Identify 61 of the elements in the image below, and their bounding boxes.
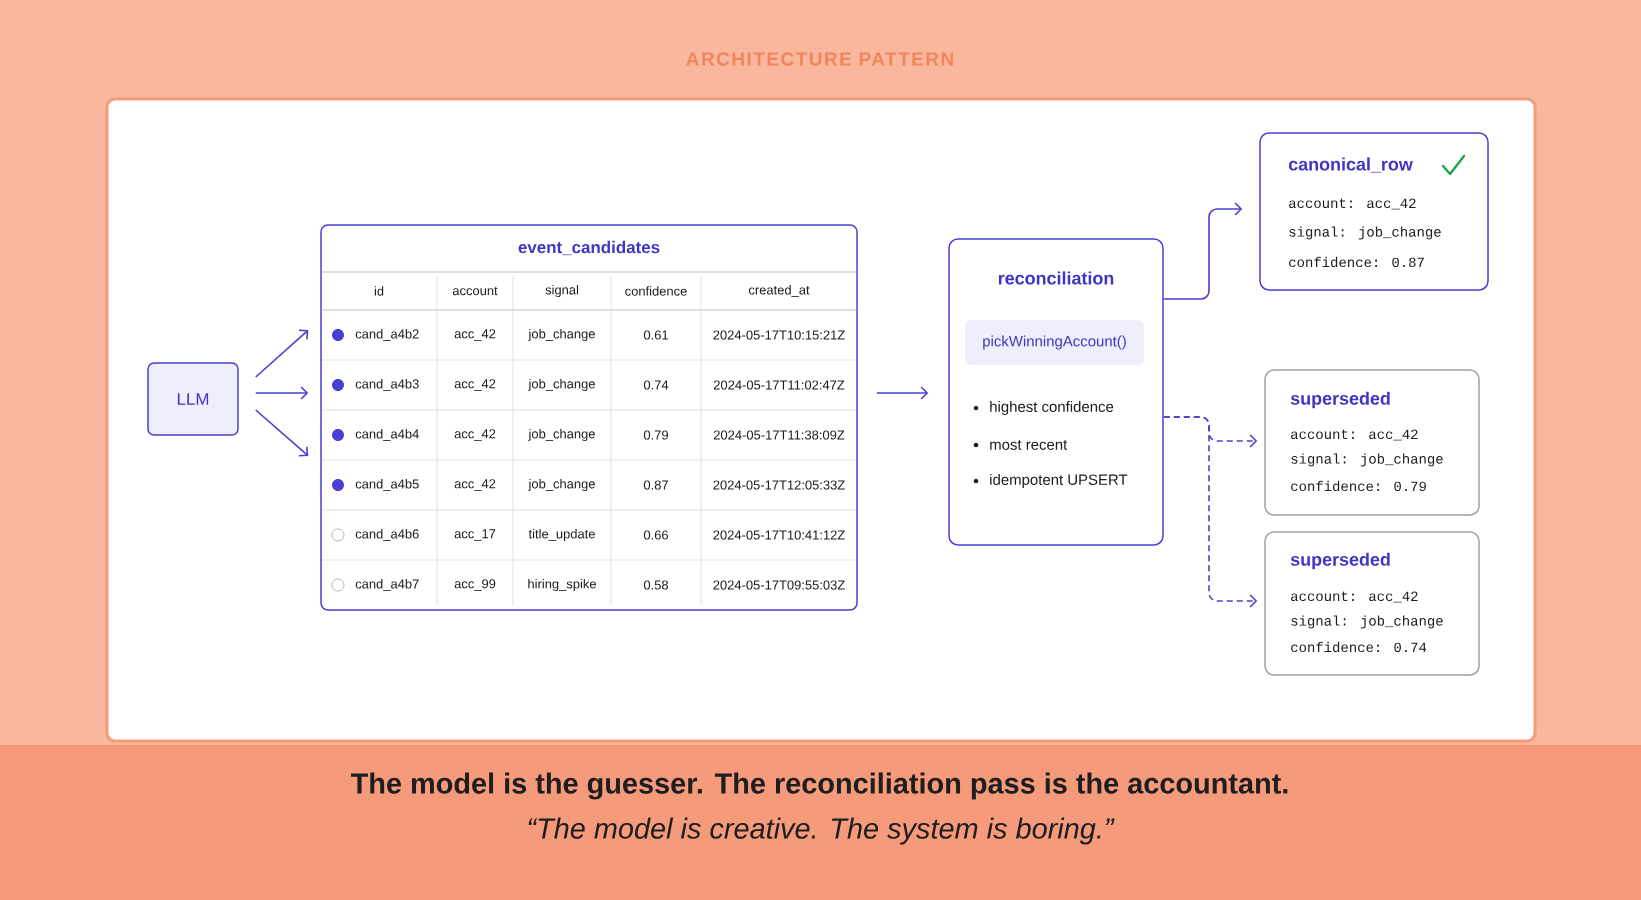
table-cell: hiring_spike <box>528 578 596 592</box>
column-header: signal <box>545 284 579 298</box>
table-cell: job_change <box>528 328 595 342</box>
table-cell: 0.66 <box>643 530 669 540</box>
table-cell: cand_a4b4 <box>355 429 419 441</box>
table-cell: acc_42 <box>454 429 496 441</box>
table-cell: 2024-05-17T11:38:09Z <box>713 430 845 440</box>
table-cell: 2024-05-17T10:41:12Z <box>713 530 845 540</box>
column-header: confidence <box>625 286 687 296</box>
record-card: canonical_row account: acc_42 signal: job_change confidence: 0.87 <box>1259 132 1489 291</box>
table-cell: 0.79 <box>643 430 668 440</box>
bullet-item: most recent <box>973 440 1068 450</box>
table-cell: 0.61 <box>643 330 668 340</box>
table-cell: job_change <box>528 478 595 492</box>
record-card: superseded account: acc_42 signal: job_change confidence: 0.79 <box>1264 369 1480 516</box>
field-text: signal: job_change <box>1291 615 1443 629</box>
table-cell: acc_42 <box>454 329 496 341</box>
quote: “The model is creative. The system is boring.” <box>528 817 1115 845</box>
arrow <box>1162 416 1258 608</box>
field-text: account: acc_42 <box>1291 429 1418 441</box>
arrow <box>254 386 309 400</box>
table-cell: cand_a4b5 <box>355 479 419 491</box>
field-text: account: acc_42 <box>1289 198 1416 210</box>
table-cell: 0.74 <box>643 380 669 390</box>
table-cell: 2024-05-17T11:02:47Z <box>713 380 845 390</box>
arrow <box>254 409 309 457</box>
table-cell: cand_a4b2 <box>355 329 419 341</box>
table-cell: cand_a4b7 <box>355 579 419 591</box>
arrow <box>1162 202 1243 300</box>
column-header: created_at <box>748 285 810 297</box>
table-cell: title_update <box>528 528 595 542</box>
field-text: signal: job_change <box>1289 226 1441 240</box>
field-text: confidence: 0.74 <box>1291 641 1427 653</box>
caption: The model is the guesser. The reconciliation pass is the accountant. <box>351 772 1288 800</box>
table-cell: job_change <box>528 378 595 392</box>
table-cell: cand_a4b6 <box>355 529 419 541</box>
heading: ARCHITECTURE PATTERN <box>686 52 953 66</box>
column-header: id <box>374 286 384 296</box>
function-box: pickWinningAccount() <box>965 320 1144 365</box>
model-box: LLM <box>147 362 239 436</box>
table-cell: job_change <box>528 428 595 442</box>
column-header: account <box>452 286 498 296</box>
field-text: signal: job_change <box>1291 453 1443 467</box>
table-cell: acc_99 <box>454 579 496 591</box>
table-cell: acc_42 <box>454 379 496 391</box>
arrow <box>875 386 929 400</box>
bullet-item: highest confidence <box>973 401 1114 415</box>
table-cell: 2024-05-17T09:55:03Z <box>713 580 845 590</box>
table-cell: 2024-05-17T10:15:21Z <box>713 330 845 340</box>
field-text: account: acc_42 <box>1291 591 1418 603</box>
record-card: superseded account: acc_42 signal: job_change confidence: 0.74 <box>1264 531 1480 676</box>
table-cell: 0.58 <box>643 580 669 590</box>
field-text: confidence: 0.79 <box>1291 480 1426 492</box>
table-cell: acc_42 <box>454 479 496 491</box>
field-text: confidence: 0.87 <box>1289 256 1424 268</box>
table-cell: 2024-05-17T12:05:33Z <box>713 480 845 490</box>
table-cell: 0.87 <box>643 480 668 490</box>
bullet-item: idempotent UPSERT <box>973 474 1128 488</box>
table-cell: acc_17 <box>454 529 496 541</box>
arrow <box>254 329 309 378</box>
table-cell: cand_a4b3 <box>355 379 419 391</box>
